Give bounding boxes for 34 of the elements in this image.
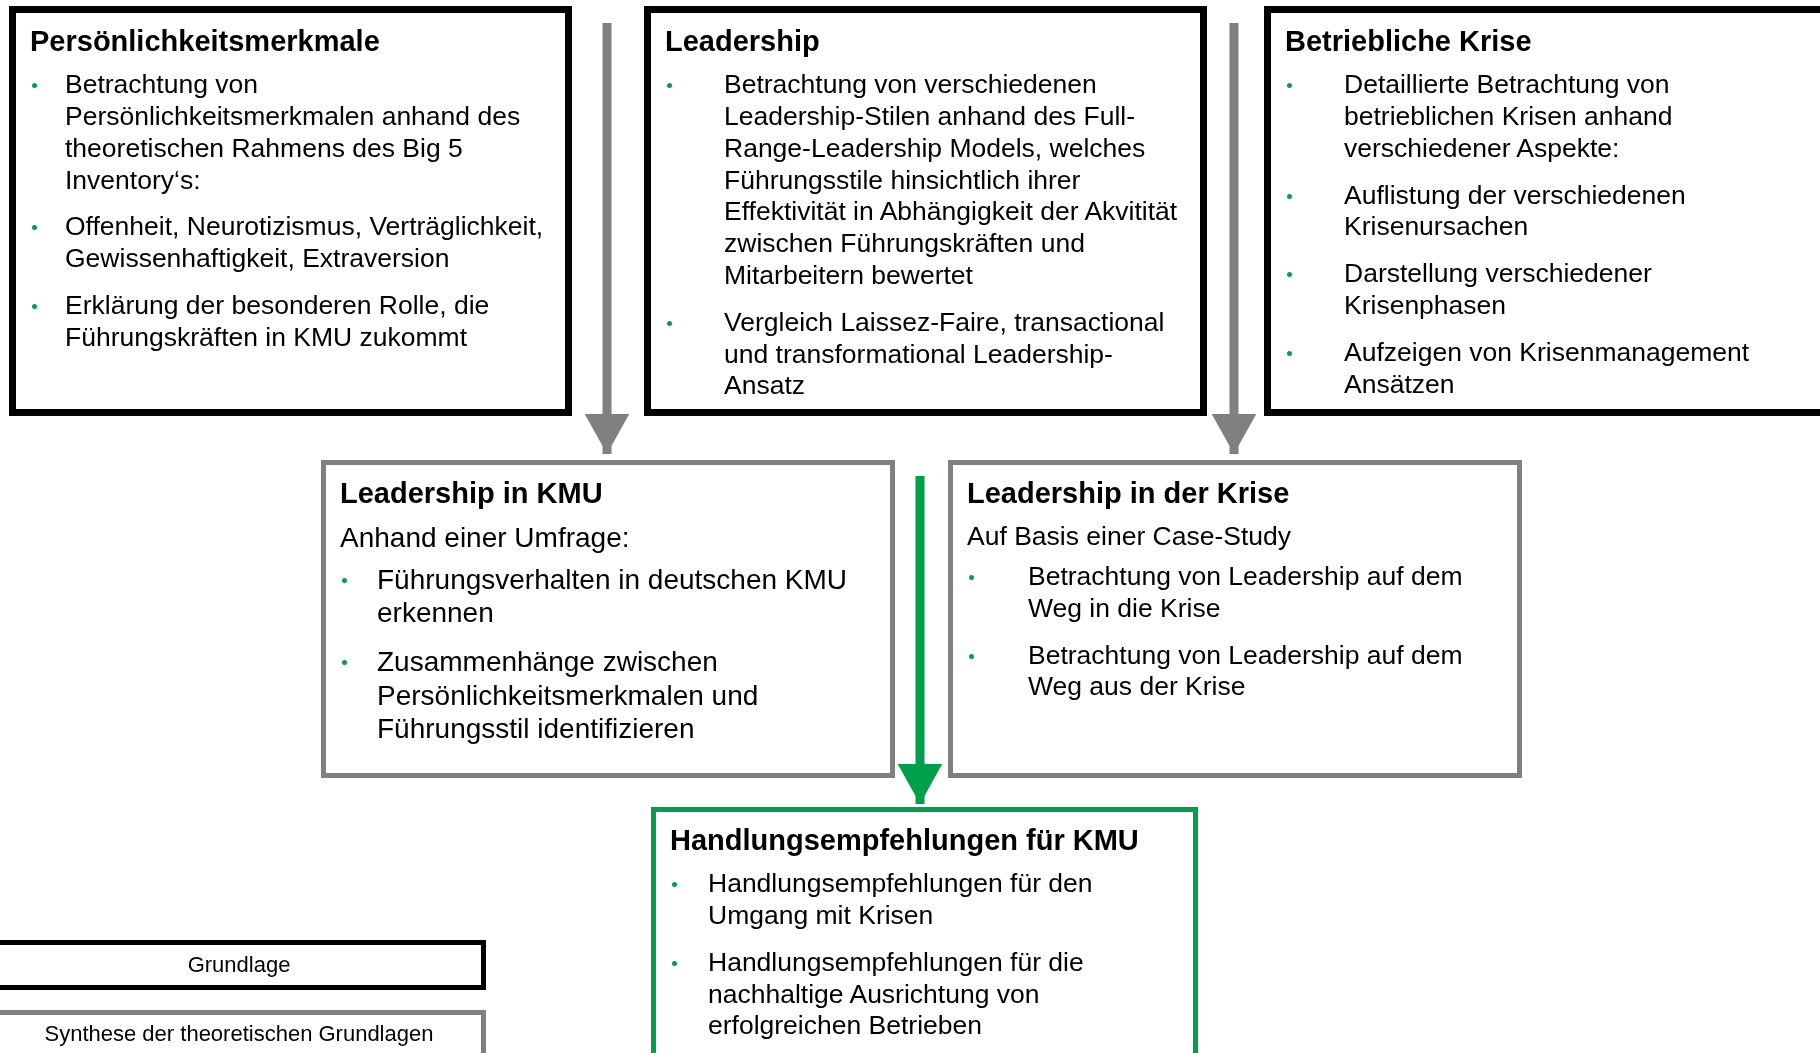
- bullet-text: Führungsverhalten in deutschen KMU erkennen: [377, 562, 849, 631]
- bullet-text: Darstellung verschiedener Krisenphasen: [1344, 258, 1653, 322]
- legend-text: Grundlage: [187, 952, 291, 978]
- bullet-text: Detaillierte Betrachtung von betrieblichen Krisen anhand verschiedener Aspekte:: [1344, 69, 1674, 165]
- arrow: [1211, 23, 1257, 454]
- box-subheading: Anhand einer Umfrage:: [340, 521, 630, 555]
- bullet-text: Betrachtung von Persönlichkeitsmerkmalen anhand des theoretischen Rahmens des Big 5 Inventory‘s:: [65, 69, 522, 197]
- box-heading: Betriebliche Krise: [1285, 24, 1532, 59]
- synthesis-box: [948, 460, 1522, 778]
- box-heading: Leadership: [665, 24, 820, 59]
- bullet-text: Betrachtung von Leadership auf dem Weg aus der Krise: [1028, 639, 1464, 704]
- bullet-text: Zusammenhänge zwischen Persönlichkeitsmerkmalen und Führungsstil identifizieren: [377, 645, 760, 746]
- topic-box: [644, 6, 1207, 416]
- synthesis-box: [321, 460, 895, 778]
- box-heading: Handlungsempfehlungen für KMU: [670, 823, 1139, 858]
- bullet-text: Erklärung der besonderen Rolle, die Führungskräften in KMU zukommt: [65, 290, 491, 354]
- bullet-text: Offenheit, Neurotizismus, Verträglichkeit, Gewissenhaftigkeit, Extraversion: [65, 211, 545, 276]
- box-heading: Persönlichkeitsmerkmale: [30, 24, 380, 59]
- arrow: [897, 476, 943, 804]
- topic-box: [1264, 6, 1820, 416]
- bullet-text: Betrachtung von verschiedenen Leadership-Stilen anhand des Full-Range-Leadership Models, welches Führungsstile hinsichtlich ihrer Effektivität in Abhängigkeit der Akvitität zwischen Führungskräften und Mitarbeitern bewertet: [724, 69, 1179, 292]
- bullet-text: Vergleich Laissez-Faire, transactional und transformational Leadership-Ansatz: [724, 306, 1166, 403]
- bullet-text: Aufzeigen von Krisenmanagement Ansätzen: [1344, 336, 1751, 401]
- bullet-text: Handlungsempfehlungen für den Umgang mit Krisen: [708, 868, 1094, 932]
- arrow: [584, 23, 630, 454]
- topic-box: [9, 6, 572, 416]
- box-heading: Leadership in KMU: [340, 476, 603, 511]
- result-box: [651, 807, 1198, 1053]
- legend-text: Synthese der theoretischen Grundlagen: [44, 1021, 434, 1047]
- bullet-text: Auflistung der verschiedenen Krisenursachen: [1344, 179, 1687, 244]
- bullet-text: Handlungsempfehlungen für die nachhaltige Ausrichtung von erfolgreichen Betrieben: [708, 946, 1085, 1043]
- bullet-text: Betrachtung von Leadership auf dem Weg in die Krise: [1028, 561, 1464, 625]
- box-subheading: Auf Basis einer Case-Study: [967, 521, 1292, 554]
- box-heading: Leadership in der Krise: [967, 476, 1290, 511]
